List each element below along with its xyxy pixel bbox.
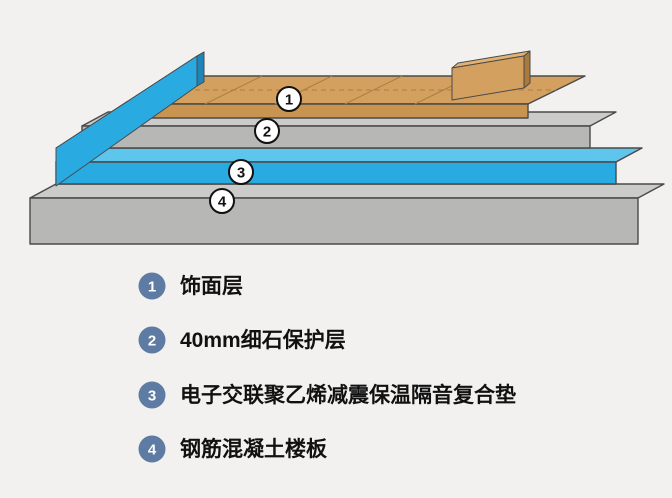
legend-badge-3: [138, 381, 166, 409]
callout-1: 1: [276, 86, 302, 112]
callout-2: 2: [254, 118, 280, 144]
skirting-plank: [451, 55, 525, 101]
legend-label-4: 钢筋混凝土楼板: [180, 437, 328, 461]
legend-item-4: 4 钢筋混凝土楼板: [138, 435, 328, 463]
protective-layer-front-face: [81, 125, 591, 149]
callout-3: 3: [228, 159, 254, 185]
insulation-layer-top-face: [55, 147, 643, 163]
legend-badge-2: [138, 326, 166, 354]
callout-3-circle: [228, 159, 254, 185]
callout-4-circle: [209, 188, 235, 214]
edge-insulation-strip: [55, 55, 198, 187]
legend-item-3: 3 电子交联聚乙烯减震保温隔音复合垫: [138, 381, 516, 409]
legend-label-1: 饰面层: [180, 274, 243, 298]
legend: 1 饰面层 2 40mm细石保护层 3 电子交联聚乙烯减震保温隔音复合垫 4 钢…: [138, 272, 516, 463]
plank-seam: [344, 75, 403, 105]
skirting-plank-side-edge: [523, 50, 531, 89]
legend-badge-4: [138, 435, 166, 463]
callout-3-number: 3: [237, 165, 245, 182]
legend-item-1: 1 饰面层: [138, 272, 243, 300]
legend-item-2: 2 40mm细石保护层: [138, 326, 346, 354]
legend-label-2: 40mm细石保护层: [180, 328, 346, 352]
callout-4: 4: [209, 188, 235, 214]
callout-2-number: 2: [263, 124, 271, 141]
insulation-layer-front-face: [55, 161, 617, 185]
finish-layer-front-face: [139, 103, 529, 119]
callout-4-number: 4: [218, 194, 227, 211]
callout-1-circle: [276, 86, 302, 112]
edge-insulation-strip-side-edge: [196, 51, 205, 87]
legend-badge-3-number: 3: [148, 388, 156, 405]
legend-badge-1: [138, 272, 166, 300]
callout-1-number: 1: [285, 92, 293, 109]
legend-badge-2-number: 2: [148, 333, 156, 350]
slab-front-face: [29, 197, 639, 245]
slab-top-face: [29, 183, 665, 199]
legend-badge-4-number: 4: [148, 442, 157, 459]
legend-badge-1-number: 1: [148, 279, 156, 296]
legend-label-3: 电子交联聚乙烯减震保温隔音复合垫: [180, 383, 516, 407]
callout-2-circle: [254, 118, 280, 144]
